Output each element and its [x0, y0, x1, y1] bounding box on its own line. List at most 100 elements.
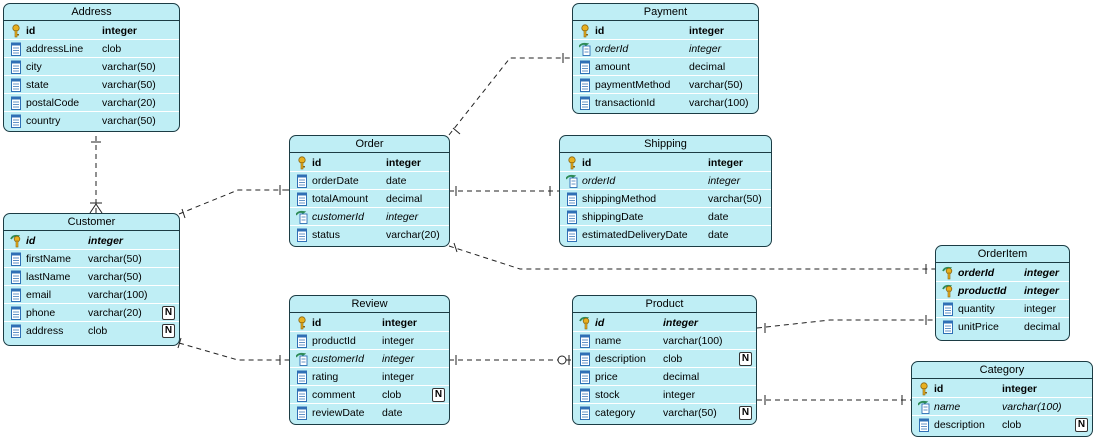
column-name: productId [958, 285, 1007, 297]
column-type: varchar(50) [102, 79, 156, 91]
foreign-key-icon [918, 400, 930, 414]
column-name: totalAmount [312, 193, 369, 205]
key-icon [298, 316, 306, 330]
connector-customer-order [178, 189, 289, 215]
column-name: customerId [312, 353, 364, 365]
column-type: integer [382, 335, 415, 347]
column-icon [11, 96, 21, 110]
column-row[interactable]: orderId integer [560, 172, 771, 190]
column-icon [297, 174, 307, 188]
column-type: integer [1024, 267, 1060, 279]
column-name: category [595, 407, 636, 419]
column-name: customerId [312, 211, 364, 223]
column-name: shippingDate [582, 211, 644, 223]
column-name: quantity [958, 303, 995, 315]
column-name: lastName [26, 271, 71, 283]
column-name: address [26, 325, 64, 337]
column-type: decimal [663, 371, 700, 383]
column-type: varchar(100) [663, 335, 723, 347]
column-icon [11, 252, 21, 266]
column-name: orderId [582, 175, 616, 187]
column-name: id [934, 383, 944, 395]
column-type: varchar(20) [386, 229, 440, 241]
column-type: decimal [1024, 321, 1061, 333]
column-name: transactionId [595, 97, 656, 109]
column-icon [297, 388, 307, 402]
nullable-icon: N [162, 324, 175, 338]
column-name: unitPrice [958, 321, 999, 333]
column-icon [943, 320, 953, 334]
column-type: integer [689, 25, 725, 37]
nullable-icon: N [1075, 418, 1088, 432]
column-name: orderDate [312, 175, 359, 187]
column-icon [11, 288, 21, 302]
column-type: clob [663, 353, 683, 365]
column-type: integer [689, 43, 722, 55]
column-row[interactable]: name varchar(100) [573, 332, 756, 350]
column-row[interactable]: unitPrice decimal [936, 318, 1069, 336]
column-name: firstName [26, 253, 71, 265]
column-type: integer [382, 371, 415, 383]
column-name: name [595, 335, 622, 347]
column-type: integer [708, 175, 741, 187]
column-icon [11, 306, 21, 320]
column-icon [11, 60, 21, 74]
entity-title: Shipping [560, 136, 771, 153]
column-type: varchar(50) [689, 79, 743, 91]
entity-title: Payment [573, 4, 758, 21]
connector-product-orderitem [756, 319, 935, 329]
